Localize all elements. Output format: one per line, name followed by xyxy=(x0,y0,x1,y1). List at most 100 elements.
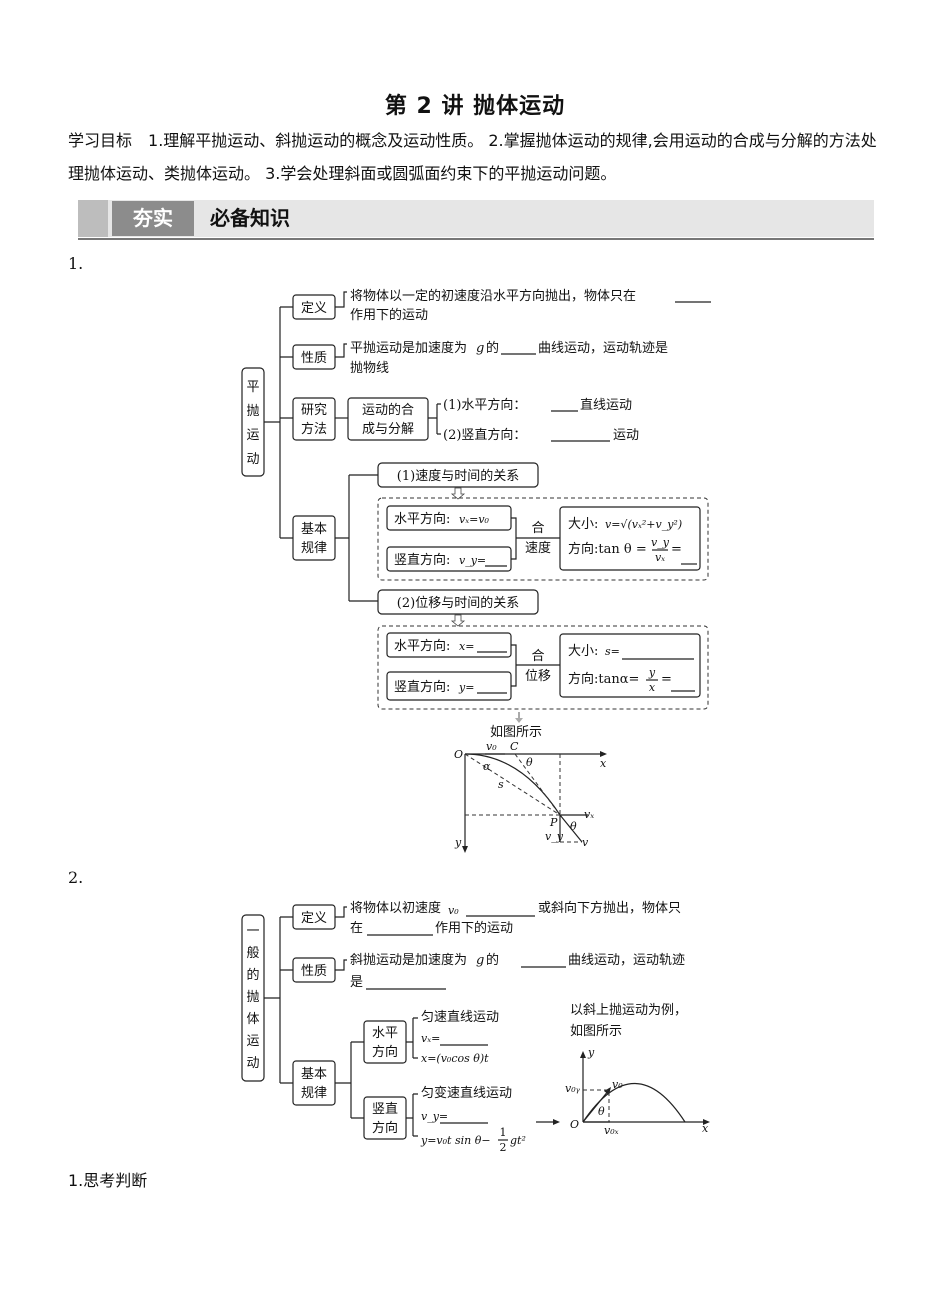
banner-title: 必备知识 xyxy=(210,206,290,230)
prop2-g: g xyxy=(476,953,484,968)
h-eq2: x=(v₀cos θ)t xyxy=(421,1052,489,1065)
fig-vy: v_y xyxy=(545,830,564,843)
figure-caption: 如图所示 xyxy=(490,724,542,740)
laws-label2: 规律 xyxy=(301,541,327,556)
definition-line1: 将物体以一定的初速度沿水平方向抛出，物体只在 xyxy=(350,288,636,304)
banner-divider xyxy=(78,238,874,240)
h-label2: 方向 xyxy=(372,1044,398,1060)
property-line1c: 曲线运动，运动轨迹是 xyxy=(538,341,668,356)
goals-text: 1.理解平抛运动、斜抛运动的概念及运动性质。 2.掌握抛体运动的规律,会用运动的… xyxy=(68,131,877,183)
fig2-theta: θ xyxy=(598,1105,605,1118)
h-eq1: vₓ= xyxy=(421,1032,440,1045)
y-axis-arrow xyxy=(462,846,468,853)
vel-v-eq: v_y= xyxy=(459,554,486,567)
bracket xyxy=(335,906,347,918)
prop2-line2: 是 xyxy=(350,975,363,990)
down-arrow xyxy=(450,487,466,500)
def2-line2a: 在 xyxy=(350,921,363,936)
fig-vx: vₓ xyxy=(584,808,594,821)
velocity-group xyxy=(377,497,709,581)
fig-O: O xyxy=(454,748,463,761)
def2-line1a: 将物体以初速度 xyxy=(350,900,441,916)
laws-label1: 基本 xyxy=(301,1067,327,1082)
combine-d1: 合 xyxy=(531,649,544,664)
merge-bracket xyxy=(511,644,560,687)
goals-label: 学习目标 xyxy=(68,131,133,150)
method-h-end: 直线运动 xyxy=(580,398,632,413)
laws-bracket xyxy=(335,474,378,602)
method-box1: 运动的合 xyxy=(362,402,414,418)
fig2-v0x: v₀ₓ xyxy=(604,1124,619,1137)
root-char: 平 xyxy=(246,380,259,395)
displacement-s xyxy=(464,753,561,816)
fig-theta2: θ xyxy=(570,820,577,833)
vel-dir: 方向:tan θ = xyxy=(568,541,647,557)
dis-h-eq: x= xyxy=(459,640,474,653)
root-char: 体 xyxy=(246,1012,259,1027)
v-eq2-num: 1 xyxy=(500,1126,507,1139)
fig-s: s xyxy=(498,778,504,791)
laws-label2: 规律 xyxy=(301,1086,327,1101)
root-char: 的 xyxy=(246,967,259,983)
definition-line2: 作用下的运动 xyxy=(350,307,428,323)
dis-mag: 大小: xyxy=(568,644,598,659)
method-detail-box xyxy=(347,397,429,441)
vel-mag-eq: v=√(vₓ²+v_y²) xyxy=(605,518,682,531)
combine-d2: 位移 xyxy=(525,669,551,684)
root-char: 运 xyxy=(246,428,259,443)
dis-dir: 方向:tanα= xyxy=(568,671,639,687)
v-eq2b: gt² xyxy=(510,1134,526,1147)
vel-dir-end: = xyxy=(671,542,682,557)
laws-bracket xyxy=(335,1041,364,1119)
tree-branches xyxy=(264,306,293,539)
def2-v0: v₀ xyxy=(448,904,459,917)
banner-accent xyxy=(78,200,108,237)
displacement-title: (2)位移与时间的关系 xyxy=(397,595,519,611)
method-box2: 成与分解 xyxy=(362,422,414,437)
combine-v2: 速度 xyxy=(525,540,551,556)
vel-result-box xyxy=(559,506,701,571)
v0-vector xyxy=(582,1089,610,1123)
root-char: 运 xyxy=(246,1034,259,1049)
vel-mag: 大小: xyxy=(568,517,598,532)
prop2-line1c: 曲线运动，运动轨迹 xyxy=(568,953,685,968)
displacement-title-box xyxy=(377,589,539,615)
dis-v-eq: y= xyxy=(458,681,474,694)
root-char: 动 xyxy=(246,1056,259,1071)
fig-C: C xyxy=(510,740,519,753)
laws-label1: 基本 xyxy=(301,522,327,537)
fig-theta: θ xyxy=(526,756,533,769)
page-title: 第 2 讲 抛体运动 xyxy=(384,94,566,119)
def2-line2b: 作用下的运动 xyxy=(435,920,513,936)
down-arrow xyxy=(450,614,466,627)
combine-v1: 合 xyxy=(531,521,544,536)
h-label1: 水平 xyxy=(372,1026,398,1041)
x-axis-arrow xyxy=(600,751,607,757)
v-eq1: v_y= xyxy=(421,1110,448,1123)
bracket xyxy=(335,959,347,971)
v-title: 匀变速直线运动 xyxy=(421,1085,512,1101)
root-char: 抛 xyxy=(246,404,259,419)
vel-v: 竖直方向: xyxy=(394,552,450,568)
velocity-vectors xyxy=(559,814,588,843)
dis-dir-num: y xyxy=(648,666,656,679)
fig-v: v xyxy=(582,836,589,849)
section-1-number: 1. xyxy=(68,254,84,273)
bracket xyxy=(406,1093,418,1137)
section-banner xyxy=(78,200,874,237)
trajectory xyxy=(464,753,561,816)
prop2-de: 的 xyxy=(486,952,499,968)
definition-label: 定义 xyxy=(301,301,327,316)
property-g: g xyxy=(476,341,484,356)
property-de: 的 xyxy=(486,340,499,356)
fig2-x: x xyxy=(702,1122,709,1135)
tangent-line xyxy=(514,753,561,816)
bracket xyxy=(335,343,347,358)
v-label1: 竖直 xyxy=(372,1102,398,1117)
dis-h: 水平方向: xyxy=(394,638,450,654)
method-v-end: 运动 xyxy=(613,428,639,443)
displacement-group xyxy=(377,625,709,710)
fig2-caption2: 如图所示 xyxy=(570,1023,622,1039)
